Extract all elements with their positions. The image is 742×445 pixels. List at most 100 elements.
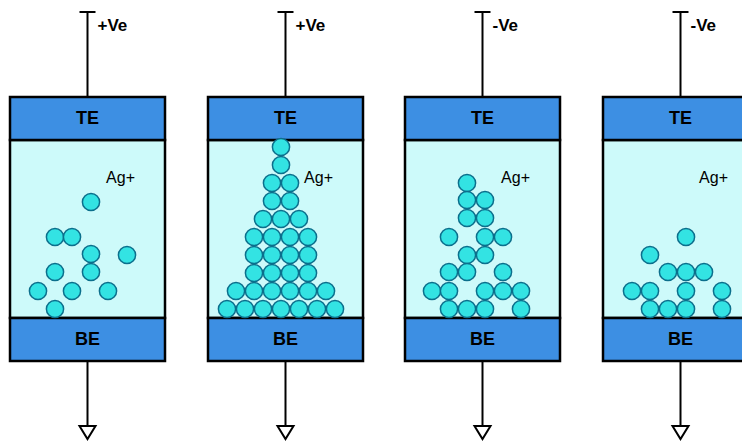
silver-atom: [263, 192, 280, 209]
silver-atom: [29, 282, 46, 299]
silver-atom: [623, 282, 640, 299]
ion-label: Ag+: [501, 169, 530, 187]
silver-atom: [82, 245, 99, 262]
electrode-box: BE: [208, 318, 363, 361]
silver-atom: [227, 282, 244, 299]
silver-atom: [476, 209, 493, 226]
memory-cell: [405, 12, 560, 439]
electrolyte-layer: [405, 140, 560, 318]
silver-atom: [281, 174, 298, 191]
electrode-box: BE: [603, 318, 742, 361]
cells: [10, 12, 742, 439]
silver-atom: [440, 300, 457, 317]
silver-atom: [458, 209, 475, 226]
electrode-box: TE: [603, 97, 742, 140]
ground-symbol: [278, 426, 294, 439]
silver-atom: [677, 300, 694, 317]
electrode-label: TE: [274, 109, 297, 129]
terminal-bar: [475, 11, 491, 13]
silver-atom: [440, 282, 457, 299]
silver-atom: [63, 282, 80, 299]
silver-atom: [440, 228, 457, 245]
silver-atom: [281, 264, 298, 281]
electrode-label: BE: [75, 330, 100, 350]
top-wire: [87, 12, 89, 97]
silver-atom: [308, 300, 325, 317]
ground-symbol: [80, 426, 96, 439]
bottom-wire: [87, 361, 89, 426]
electrolyte-layer: [208, 140, 363, 318]
terminal-bar: [673, 11, 689, 13]
silver-atom: [254, 210, 271, 227]
polarity-label: -Ve: [691, 17, 717, 36]
terminal-bar: [80, 11, 96, 13]
silver-atom: [713, 300, 730, 317]
memory-cell: [208, 12, 363, 439]
silver-atom: [245, 264, 262, 281]
silver-atom: [299, 228, 316, 245]
silver-atom: [245, 246, 262, 263]
top-wire: [680, 12, 682, 97]
top-electrode: [208, 97, 363, 140]
top-wire: [285, 12, 287, 97]
silver-atom: [326, 300, 343, 317]
ion-label: Ag+: [106, 169, 135, 187]
ion-label: Ag+: [699, 169, 728, 187]
silver-atom: [476, 228, 493, 245]
electrolyte-region: Ag+: [405, 140, 560, 318]
silver-atom: [641, 282, 658, 299]
top-electrode: [603, 97, 742, 140]
electrolyte-layer: [10, 140, 165, 318]
bottom-wire: [285, 361, 287, 426]
electrode-box: TE: [10, 97, 165, 140]
silver-atom: [458, 246, 475, 263]
memory-cell: [10, 12, 165, 439]
silver-atom: [713, 282, 730, 299]
silver-atom: [46, 263, 63, 280]
electrode-box: TE: [208, 97, 363, 140]
silver-atom: [290, 300, 307, 317]
silver-atom: [245, 228, 262, 245]
electrode-label: TE: [471, 109, 494, 129]
top-electrode: [10, 97, 165, 140]
silver-atom: [458, 263, 475, 280]
silver-atom: [281, 192, 298, 209]
silver-atom: [512, 282, 529, 299]
silver-atom: [476, 300, 493, 317]
silver-atom: [458, 300, 475, 317]
memory-cell: [603, 12, 742, 439]
electrode-label: TE: [669, 109, 692, 129]
top-electrode: [405, 97, 560, 140]
silver-atom: [299, 282, 316, 299]
silver-atom: [218, 300, 235, 317]
silver-atom: [299, 246, 316, 263]
electrode-label: TE: [76, 109, 99, 129]
silver-atom: [494, 282, 511, 299]
silver-atom: [494, 263, 511, 280]
bottom-wire: [482, 361, 484, 426]
silver-atom: [263, 264, 280, 281]
silver-atom: [82, 193, 99, 210]
silver-atom: [299, 264, 316, 281]
silver-atom: [236, 300, 253, 317]
silver-atom: [458, 191, 475, 208]
silver-atom: [118, 246, 135, 263]
silver-atom: [512, 300, 529, 317]
bottom-wire: [680, 361, 682, 426]
silver-atom: [290, 210, 307, 227]
electrode-label: BE: [470, 330, 495, 350]
silver-atom: [659, 263, 676, 280]
silver-atom: [272, 138, 289, 155]
electrode-box: TE: [405, 97, 560, 140]
silver-atom: [254, 300, 271, 317]
electrolyte-region: Ag+: [208, 140, 363, 318]
silver-atom: [263, 174, 280, 191]
polarity-label: -Ve: [493, 17, 519, 36]
silver-atom: [458, 174, 475, 191]
silver-atom: [245, 282, 262, 299]
silver-atoms: [29, 138, 730, 317]
electrode-label: BE: [273, 330, 298, 350]
silver-atom: [46, 300, 63, 317]
electrode-box: BE: [10, 318, 165, 361]
silver-atom: [677, 263, 694, 280]
